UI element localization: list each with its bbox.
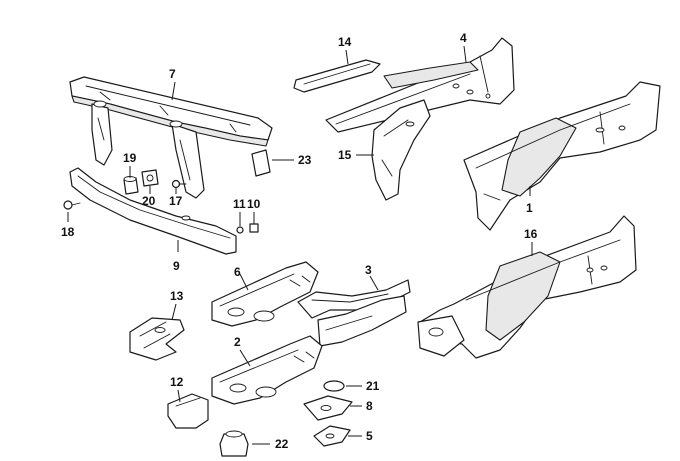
callout-10: 10 <box>247 197 261 211</box>
part-18-bolt[interactable] <box>63 200 81 210</box>
part-13-bracket[interactable] <box>129 317 185 361</box>
callout-22: 22 <box>275 437 289 451</box>
callout-18: 18 <box>61 225 75 239</box>
part-8-plate[interactable] <box>303 395 353 421</box>
callout-3: 3 <box>365 263 372 277</box>
callout-13: 13 <box>170 289 184 303</box>
part-1-side-assembly[interactable] <box>463 81 661 231</box>
leader-2 <box>239 349 251 367</box>
part-16-side-assembly[interactable] <box>417 215 637 359</box>
part-4-side-member[interactable] <box>325 37 515 133</box>
part-17-screw[interactable] <box>171 179 187 189</box>
leader-4 <box>463 45 467 63</box>
part-3-rail[interactable] <box>297 279 411 347</box>
callout-23: 23 <box>298 153 312 167</box>
callout-21: 21 <box>366 379 380 393</box>
callout-4: 4 <box>460 31 467 45</box>
leader-14 <box>345 49 349 65</box>
part-22-rubber-mount[interactable] <box>219 430 249 457</box>
part-11-bolt[interactable] <box>236 226 244 234</box>
part-5-small-plate[interactable] <box>313 425 351 447</box>
callout-11: 11 <box>233 197 246 211</box>
callout-9: 9 <box>173 259 180 273</box>
part-6-front-side-member[interactable] <box>211 261 319 327</box>
leader-7 <box>171 81 176 101</box>
callout-20: 20 <box>142 194 156 208</box>
callout-8: 8 <box>366 399 373 413</box>
part-20-clip-nut[interactable] <box>141 169 159 187</box>
part-15-wheel-arch[interactable] <box>371 99 431 201</box>
callout-2: 2 <box>234 335 241 349</box>
part-2-front-side-member[interactable] <box>211 335 323 405</box>
callout-6: 6 <box>234 265 241 279</box>
callout-16: 16 <box>524 227 538 241</box>
leader-12 <box>177 389 181 403</box>
callout-7: 7 <box>169 67 176 81</box>
part-23-cover-plate[interactable] <box>251 149 271 177</box>
leader-13 <box>171 303 177 321</box>
part-14-upper-bracket[interactable] <box>293 59 381 93</box>
callout-17: 17 <box>169 194 183 208</box>
callout-1: 1 <box>526 201 533 215</box>
leader-3 <box>369 275 379 291</box>
part-10-nut[interactable] <box>249 223 259 233</box>
callout-15: 15 <box>338 148 352 162</box>
callout-14: 14 <box>338 35 352 49</box>
part-7-front-panel[interactable] <box>69 76 273 199</box>
part-21-cap[interactable] <box>323 380 345 392</box>
part-9-bumper-support[interactable] <box>69 167 237 255</box>
part-19-sleeve[interactable] <box>123 176 139 195</box>
callout-19: 19 <box>123 151 137 165</box>
leader-6 <box>239 273 249 291</box>
callout-5: 5 <box>366 429 373 443</box>
part-12-mount[interactable] <box>167 393 209 429</box>
callout-12: 12 <box>170 375 184 389</box>
